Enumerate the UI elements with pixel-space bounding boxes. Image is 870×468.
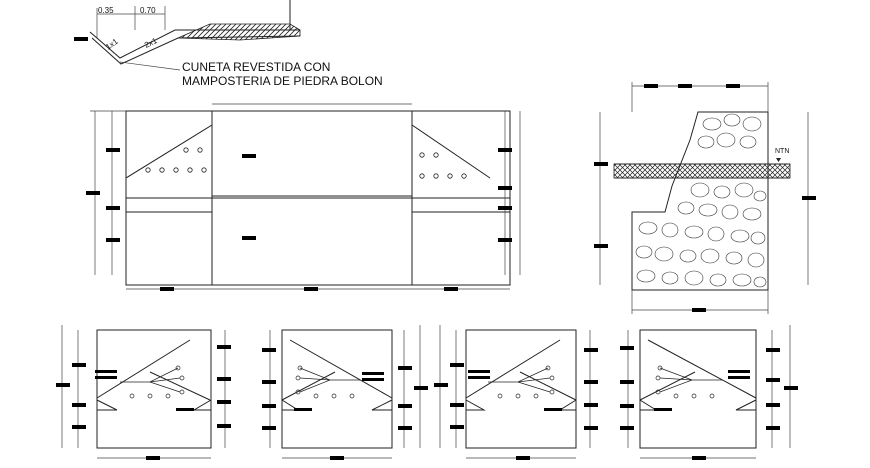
cuneta-detail: 0.35 0.70 1x1 2x1 CUNETA REVESTIDA CON M… xyxy=(74,0,383,88)
dim-tag xyxy=(262,348,276,352)
anchor-dots-left xyxy=(145,147,207,173)
dim-tag xyxy=(594,162,608,166)
dim-tag xyxy=(644,84,658,88)
dim-tag xyxy=(262,426,276,430)
dim-tag xyxy=(217,345,231,349)
dim-tag xyxy=(802,196,816,200)
dim-tag xyxy=(444,287,458,291)
dim-tag xyxy=(594,244,608,248)
dim-tag xyxy=(498,206,512,210)
dim-tag xyxy=(620,346,634,350)
dim-tag xyxy=(304,287,318,291)
dim-tag xyxy=(217,377,231,381)
dim-tag xyxy=(106,206,120,210)
dim-tag xyxy=(468,370,490,373)
dim-tag xyxy=(56,383,70,387)
wing-detail-4 xyxy=(620,325,798,460)
dim-tag xyxy=(498,186,512,190)
caption-line-1: CUNETA REVESTIDA CON xyxy=(182,60,330,74)
dim-tag xyxy=(766,348,780,352)
dim-tag xyxy=(72,425,86,429)
dim-070-label: 0.70 xyxy=(140,6,156,15)
dim-tag xyxy=(620,426,634,430)
dim-tag xyxy=(398,366,412,370)
dim-tag xyxy=(262,404,276,408)
wing-detail-2 xyxy=(262,325,428,460)
dim-tag xyxy=(620,380,634,384)
dim-tag xyxy=(95,376,117,379)
dim-tag xyxy=(95,370,117,373)
dim-tag xyxy=(584,380,598,384)
wing-detail-3 xyxy=(434,325,598,460)
dim-tag xyxy=(414,386,428,390)
dim-tag xyxy=(434,383,448,387)
dim-tag xyxy=(362,378,384,381)
dim-tag xyxy=(362,372,384,375)
dim-tag xyxy=(584,426,598,430)
retaining-wall-section: NTN xyxy=(594,82,816,314)
dim-tag xyxy=(294,408,312,411)
dim-tag xyxy=(106,238,120,242)
wing-detail-1 xyxy=(56,325,231,460)
dim-tag xyxy=(516,456,530,460)
dim-tag xyxy=(450,403,464,407)
dim-tag xyxy=(766,426,780,430)
dim-tag xyxy=(72,363,86,367)
dim-tag xyxy=(160,287,174,291)
dim-tag xyxy=(692,308,706,312)
dim-tag xyxy=(217,424,231,428)
dim-tag xyxy=(330,456,344,460)
stone-masonry-fill xyxy=(635,113,767,288)
anchor-dots-right xyxy=(419,152,467,179)
dim-tag-ditch xyxy=(74,37,88,41)
dim-tag xyxy=(398,426,412,430)
dim-tag xyxy=(584,348,598,352)
dim-tag xyxy=(106,148,120,152)
dim-tag xyxy=(620,404,634,408)
dim-tag xyxy=(86,191,100,195)
dim-tag xyxy=(692,456,706,460)
dim-035-label: 0.35 xyxy=(98,6,114,15)
dim-tag xyxy=(72,403,86,407)
dim-tag xyxy=(398,404,412,408)
dim-tag xyxy=(217,400,231,404)
dim-tag xyxy=(468,376,490,379)
dim-tag xyxy=(728,370,750,373)
dim-tag xyxy=(584,403,598,407)
ntn-level-label: NTN xyxy=(775,148,789,155)
dim-tag xyxy=(678,84,692,88)
dim-tag xyxy=(242,154,256,158)
dim-tag xyxy=(728,376,750,379)
dim-tag xyxy=(450,363,464,367)
dim-tag xyxy=(498,238,512,242)
dim-tag xyxy=(766,378,780,382)
dim-tag xyxy=(176,408,194,411)
dim-tag xyxy=(262,380,276,384)
slope-1x1-label: 1x1 xyxy=(104,37,120,52)
culvert-elevation xyxy=(86,103,521,291)
dim-tag xyxy=(146,456,160,460)
dim-tag xyxy=(784,386,798,390)
dim-tag xyxy=(544,408,562,411)
dim-tag xyxy=(654,408,672,411)
dim-tag xyxy=(450,425,464,429)
dim-tag xyxy=(726,84,740,88)
dim-tag xyxy=(766,403,780,407)
caption-line-2: MAMPOSTERIA DE PIEDRA BOLON xyxy=(182,74,383,88)
dim-tag xyxy=(498,148,512,152)
dim-tag xyxy=(242,236,256,240)
